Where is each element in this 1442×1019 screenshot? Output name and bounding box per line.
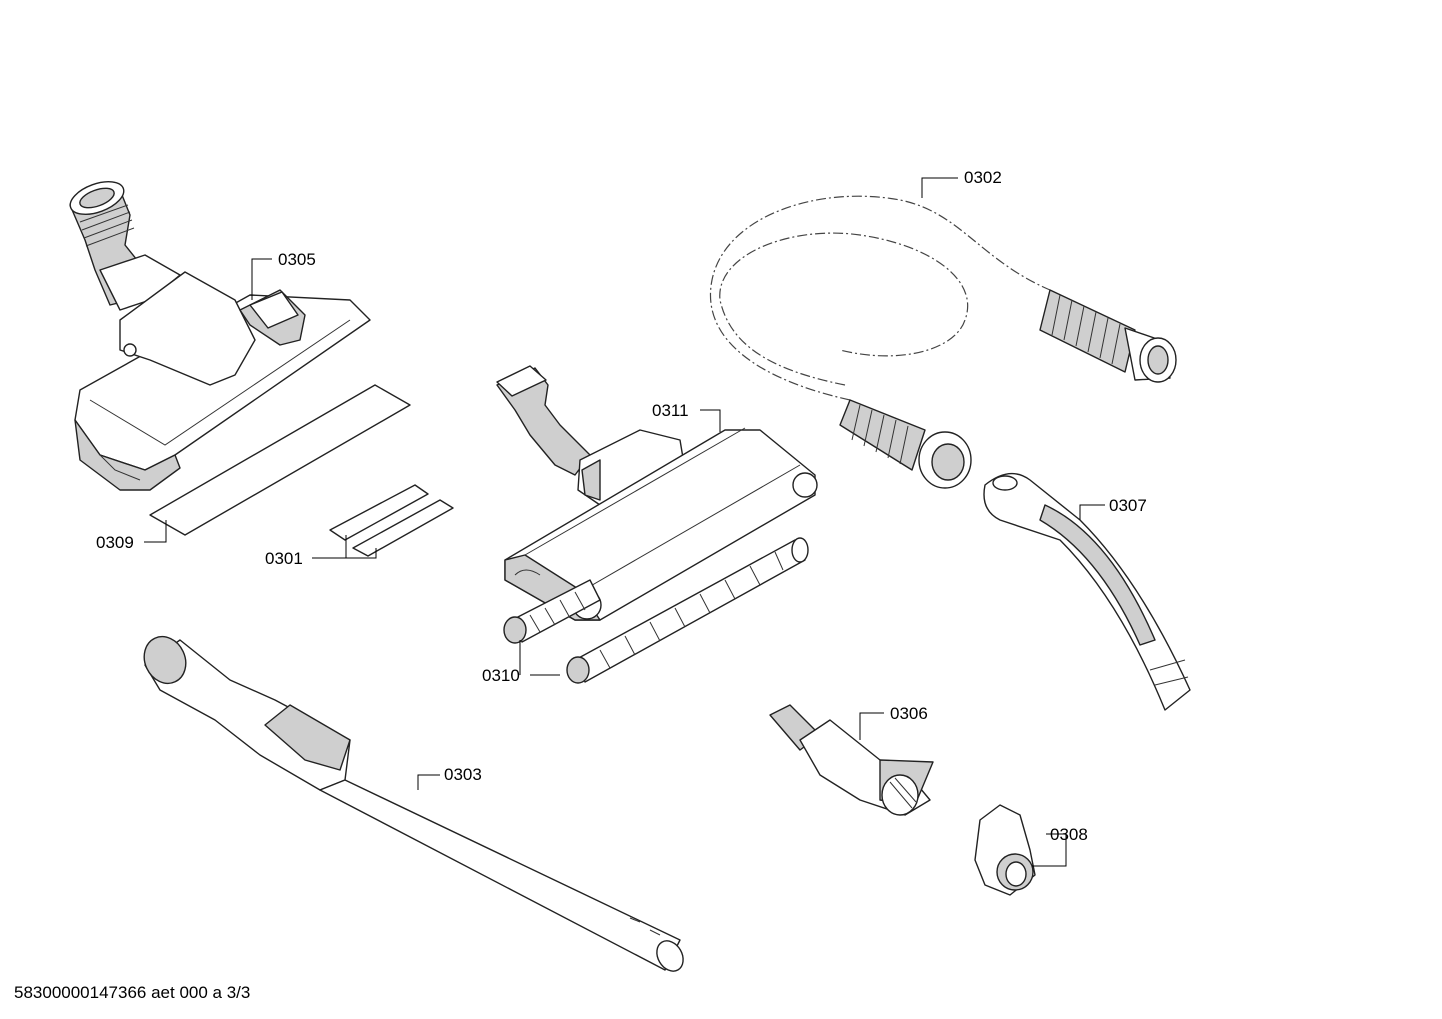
crevice-tool-part xyxy=(769,704,934,816)
callout-0301: 0301 xyxy=(265,549,303,568)
brush-rollers-part xyxy=(503,537,809,684)
clip-part xyxy=(974,804,1036,896)
sealing-strip-large-part xyxy=(149,384,411,536)
callout-0311: 0311 xyxy=(652,401,689,420)
document-id-footer: 58300000147366 aet 000 a 3/3 xyxy=(14,983,250,1002)
telescopic-tube-part xyxy=(143,635,684,972)
sealing-strips-small-part xyxy=(329,484,454,557)
callout-0302: 0302 xyxy=(964,168,1002,187)
callout-0310: 0310 xyxy=(482,666,520,685)
callout-0308: 0308 xyxy=(1050,825,1088,844)
callout-0306: 0306 xyxy=(890,704,928,723)
floor-nozzle-part xyxy=(69,181,371,491)
leader-lines xyxy=(144,177,1105,867)
parquet-nozzle-part xyxy=(496,365,818,621)
callout-0303: 0303 xyxy=(444,765,482,784)
callout-0309: 0309 xyxy=(96,533,134,552)
suction-hose-part xyxy=(709,195,1177,489)
callout-0307: 0307 xyxy=(1109,496,1147,515)
callout-0305: 0305 xyxy=(278,250,316,269)
hose-handle-part xyxy=(983,472,1191,711)
